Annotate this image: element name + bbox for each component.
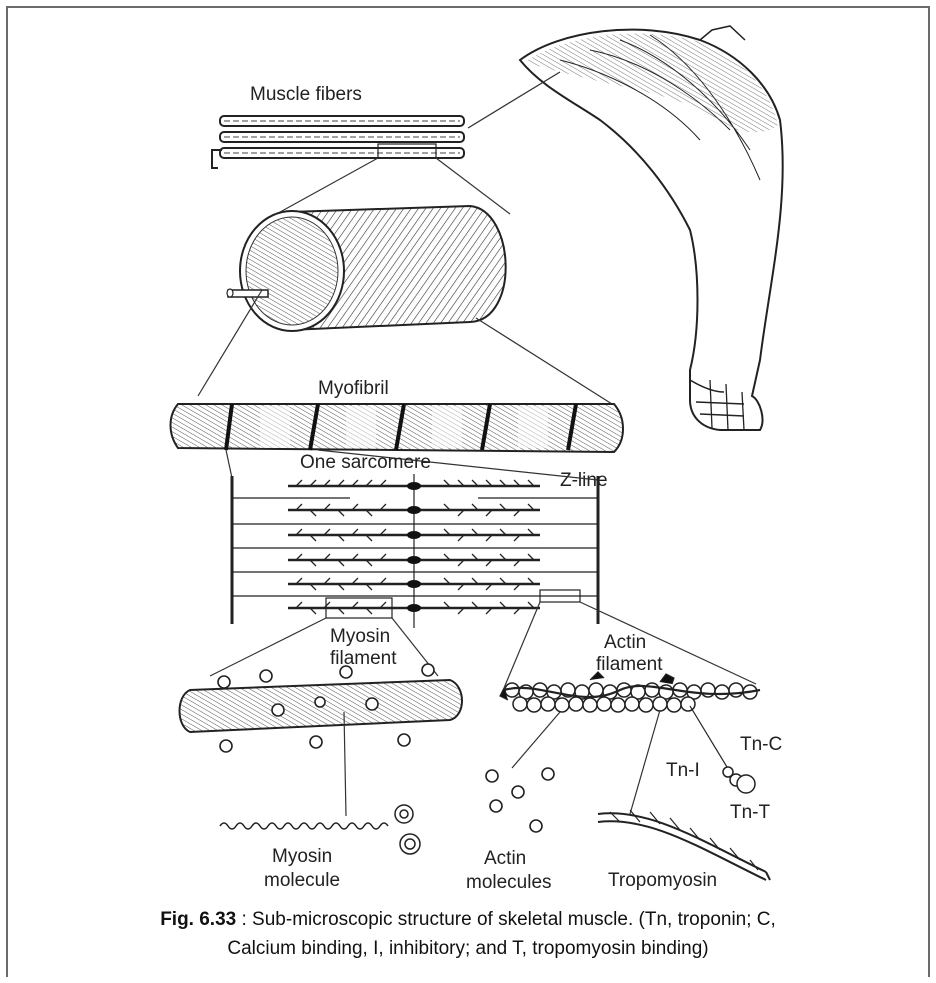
myosin-molecule-pointer-line — [344, 712, 346, 816]
label-tn-t: Tn-T — [730, 802, 771, 823]
tropomyosin-pointer-line — [630, 710, 660, 814]
label-tn-c: Tn-C — [740, 734, 782, 755]
arm-muscle-shading — [525, 34, 778, 133]
caption-text-line2: Calcium binding, I, inhibitory; and T, t… — [227, 938, 708, 959]
muscle-structure-diagram: Muscle fibers Myofibril Z-line — [0, 0, 936, 900]
label-tn-i: Tn-I — [666, 760, 700, 781]
actin-molecules-illustration — [486, 768, 554, 832]
bundle-zoom-line-left — [198, 290, 262, 396]
myofibril-illustration — [171, 404, 624, 452]
label-actin-filament-line2: filament — [596, 654, 663, 675]
figure-caption: Fig. 6.33 : Sub-microscopic structure of… — [60, 905, 876, 963]
sarcomere-zoom-lines — [210, 602, 756, 688]
figure-number: Fig. 6.33 — [160, 909, 236, 930]
label-myosin-molecule-line2: molecule — [264, 870, 340, 891]
label-myosin-molecule-line1: Myosin — [272, 846, 332, 867]
label-actin-molecules-line2: molecules — [466, 872, 552, 893]
myosin-filament-illustration — [180, 664, 463, 752]
label-actin-filament-line1: Actin — [604, 632, 646, 653]
actin-filament-illustration — [500, 672, 760, 712]
label-actin-molecules-line1: Actin — [484, 848, 526, 869]
label-tropomyosin: Tropomyosin — [608, 870, 717, 891]
label-one-sarcomere: One sarcomere — [300, 452, 431, 473]
bundle-zoom-line-right — [476, 318, 612, 404]
label-z-line: Z-line — [560, 470, 608, 491]
label-muscle-fibers: Muscle fibers — [250, 84, 362, 105]
muscle-fibers-illustration — [212, 116, 464, 168]
fiber-to-arm-line — [468, 72, 560, 128]
sarcomere-illustration — [232, 474, 598, 628]
myofibril-zoom-line-left — [226, 450, 232, 478]
label-myofibril: Myofibril — [318, 378, 389, 399]
myofibril-bundle-illustration — [227, 206, 506, 331]
actin-molecules-pointer-line — [512, 712, 560, 768]
label-myosin-filament-line1: Myosin — [330, 626, 390, 647]
caption-text-line1: : Sub-microscopic structure of skeletal … — [236, 909, 776, 930]
label-myosin-filament-line2: filament — [330, 648, 397, 669]
